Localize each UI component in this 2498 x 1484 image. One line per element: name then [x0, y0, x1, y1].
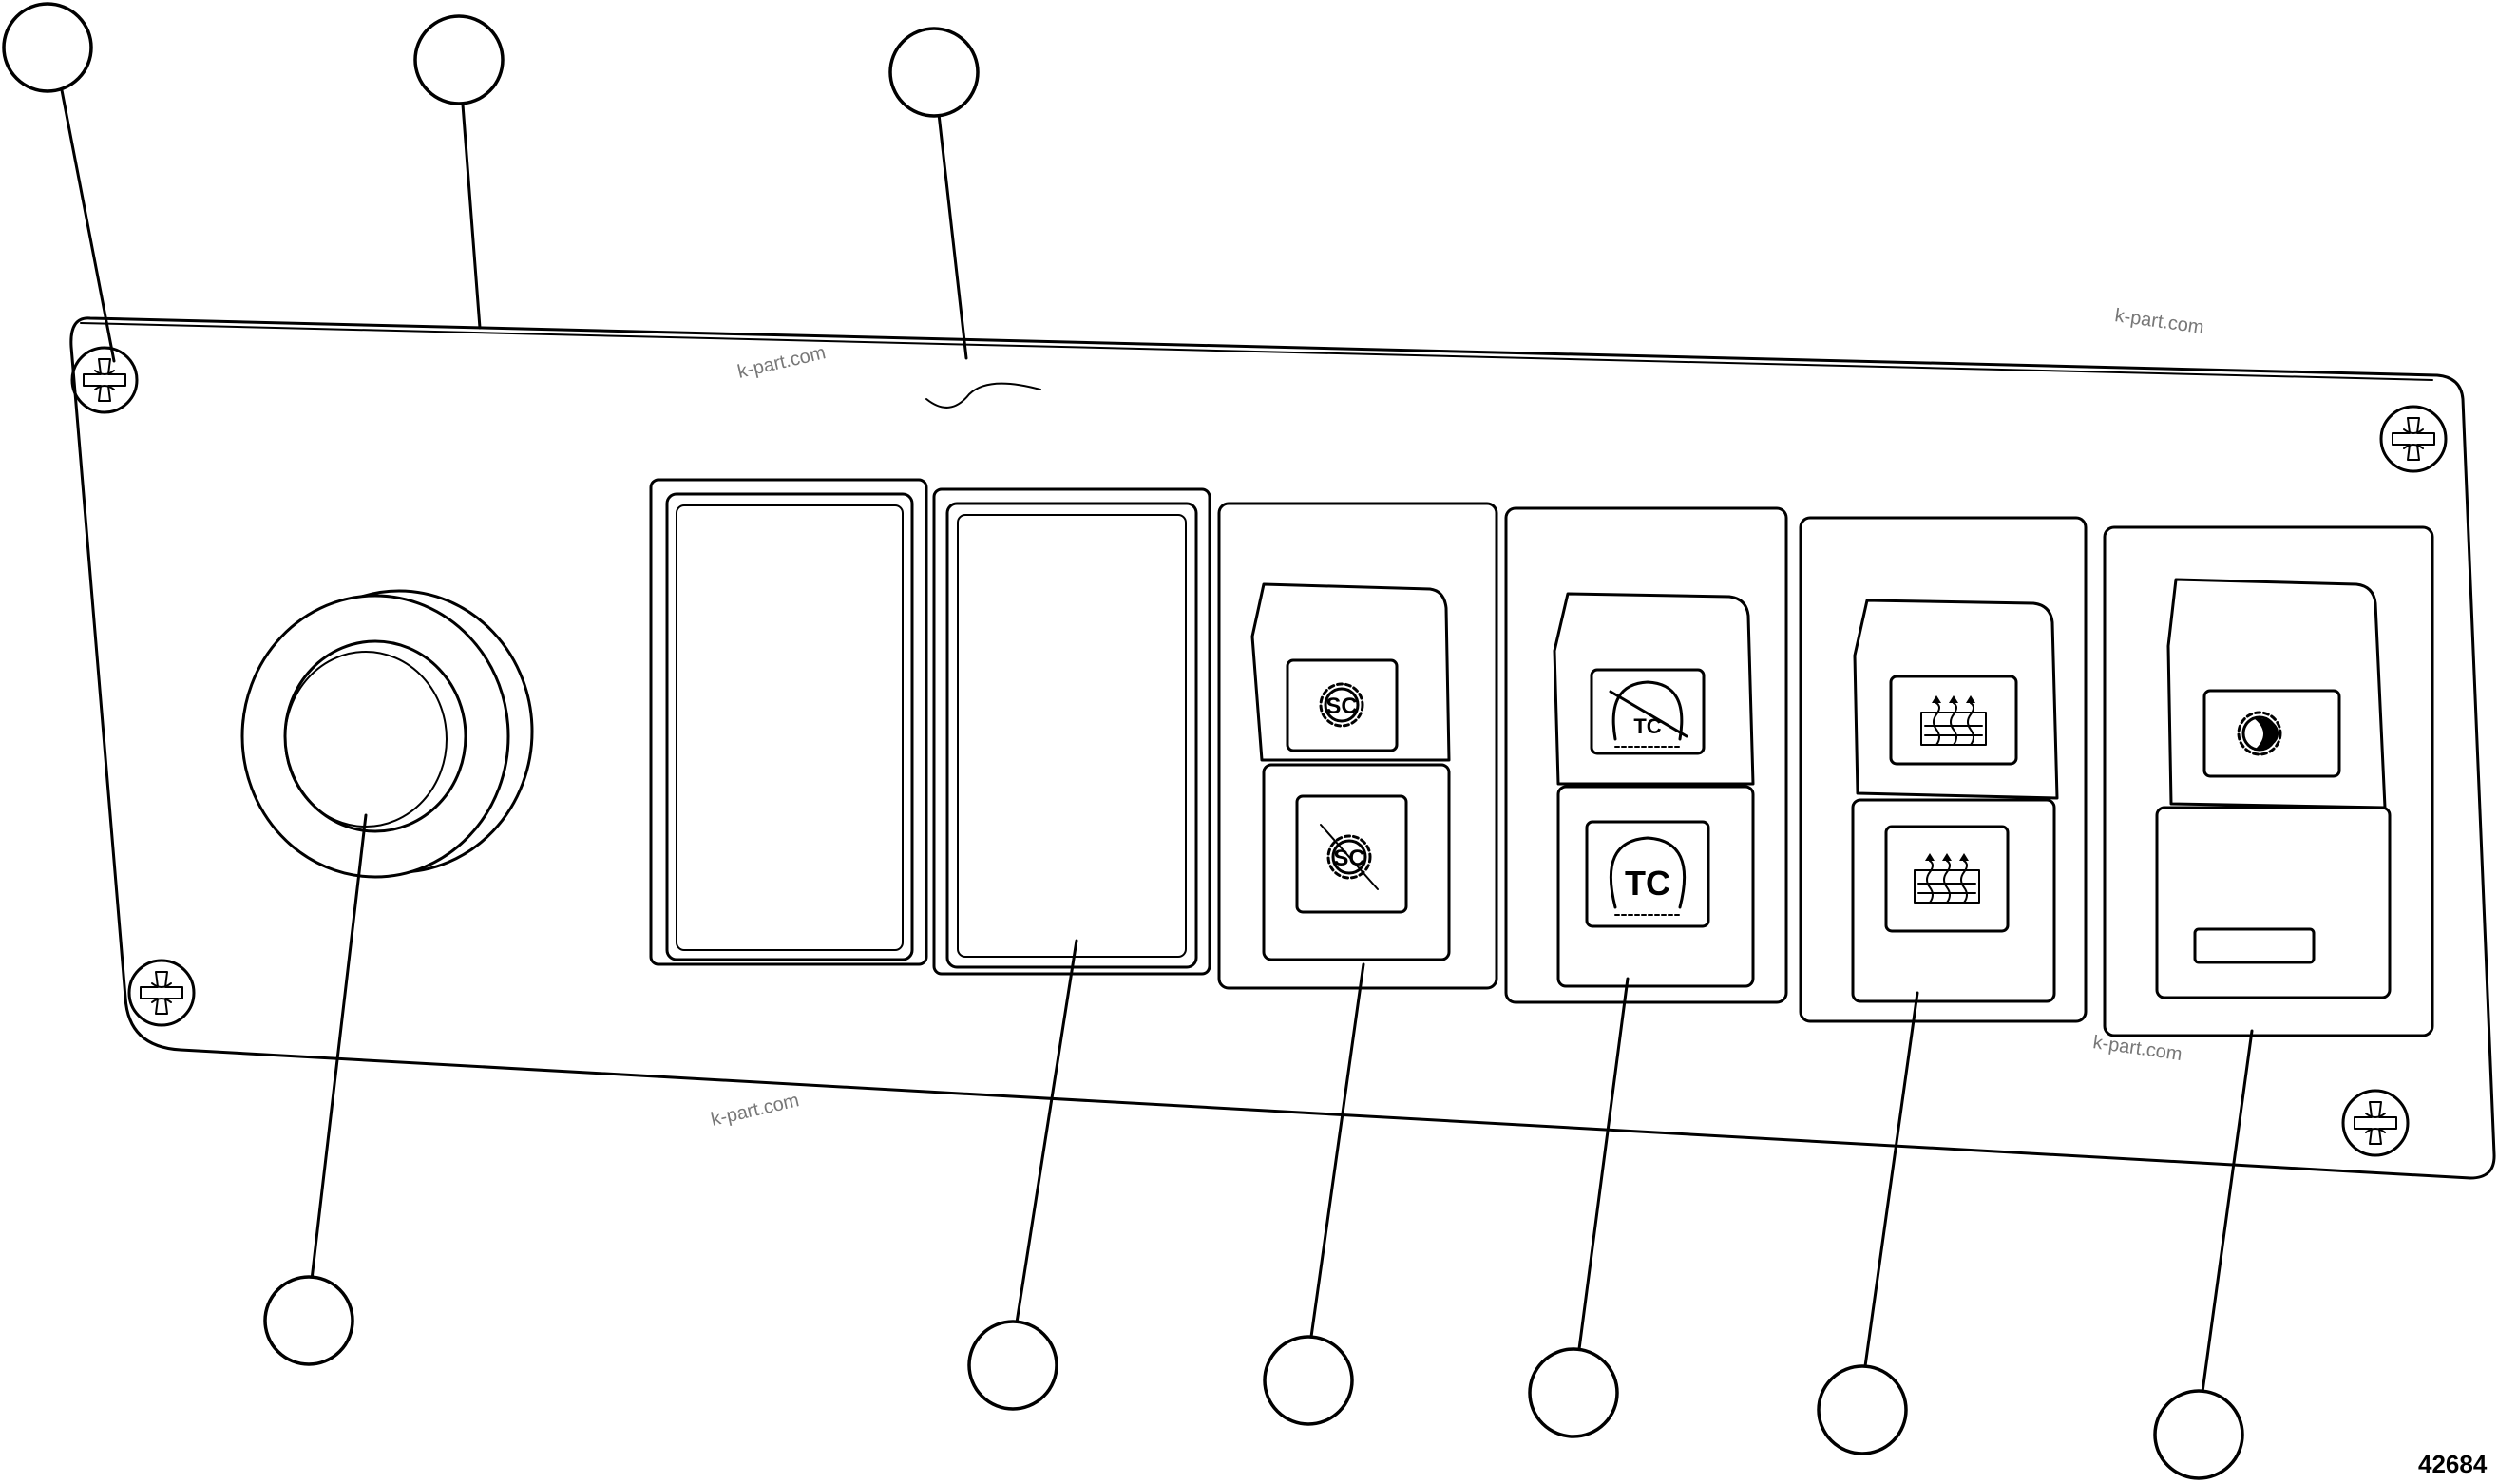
- screw-bottom-right: [2341, 1089, 2410, 1157]
- traction-control-off-icon: TC: [1609, 680, 1688, 748]
- round-knob: [240, 589, 534, 879]
- callout-7: [1528, 1347, 1619, 1438]
- callout-5: [967, 1320, 1058, 1411]
- sc-gear-icon: SC: [1319, 682, 1364, 728]
- callout-8: [1817, 1364, 1908, 1455]
- heater-upper-icon: [1920, 694, 1987, 746]
- panel-plate: [69, 316, 2496, 1180]
- tc-lower-label: TC: [1625, 864, 1670, 903]
- night-mode-rocker-switch: [2103, 525, 2434, 1037]
- blank-switch-2: [932, 487, 1211, 976]
- slot-indicator-icon: [2193, 927, 2316, 964]
- sc-off-gear-icon: SC: [1320, 824, 1379, 890]
- heater-lower-icon: [1914, 852, 1980, 904]
- watermark-1: k-part.com: [735, 342, 828, 383]
- callout-circles: [2, 2, 2244, 1480]
- screw-bottom-left: [127, 959, 196, 1027]
- callout-2: [413, 14, 505, 105]
- callout-4: [263, 1275, 354, 1366]
- watermark-2: k-part.com: [2113, 305, 2205, 338]
- callout-9: [2153, 1389, 2244, 1480]
- callout-3: [888, 27, 980, 118]
- tc-rocker-switch: TC TC: [1504, 506, 1788, 1004]
- callout-1: [2, 2, 93, 93]
- sc-upper-label: SC: [1325, 694, 1357, 719]
- sc-rocker-switch: SC SC: [1217, 502, 1498, 990]
- leader-lines: [60, 88, 2254, 1394]
- break-line: [925, 382, 1041, 409]
- watermark-3: k-part.com: [709, 1090, 801, 1131]
- night-mode-gear-icon: [2237, 711, 2282, 756]
- callout-6: [1263, 1335, 1354, 1426]
- traction-control-icon: TC: [1609, 836, 1687, 916]
- screw-top-right: [2379, 405, 2448, 473]
- screw-top-left: [70, 346, 139, 414]
- blank-switch-1: [649, 478, 928, 966]
- heater-rocker-switch: [1799, 516, 2088, 1023]
- figure-number: 42684: [2418, 1450, 2488, 1478]
